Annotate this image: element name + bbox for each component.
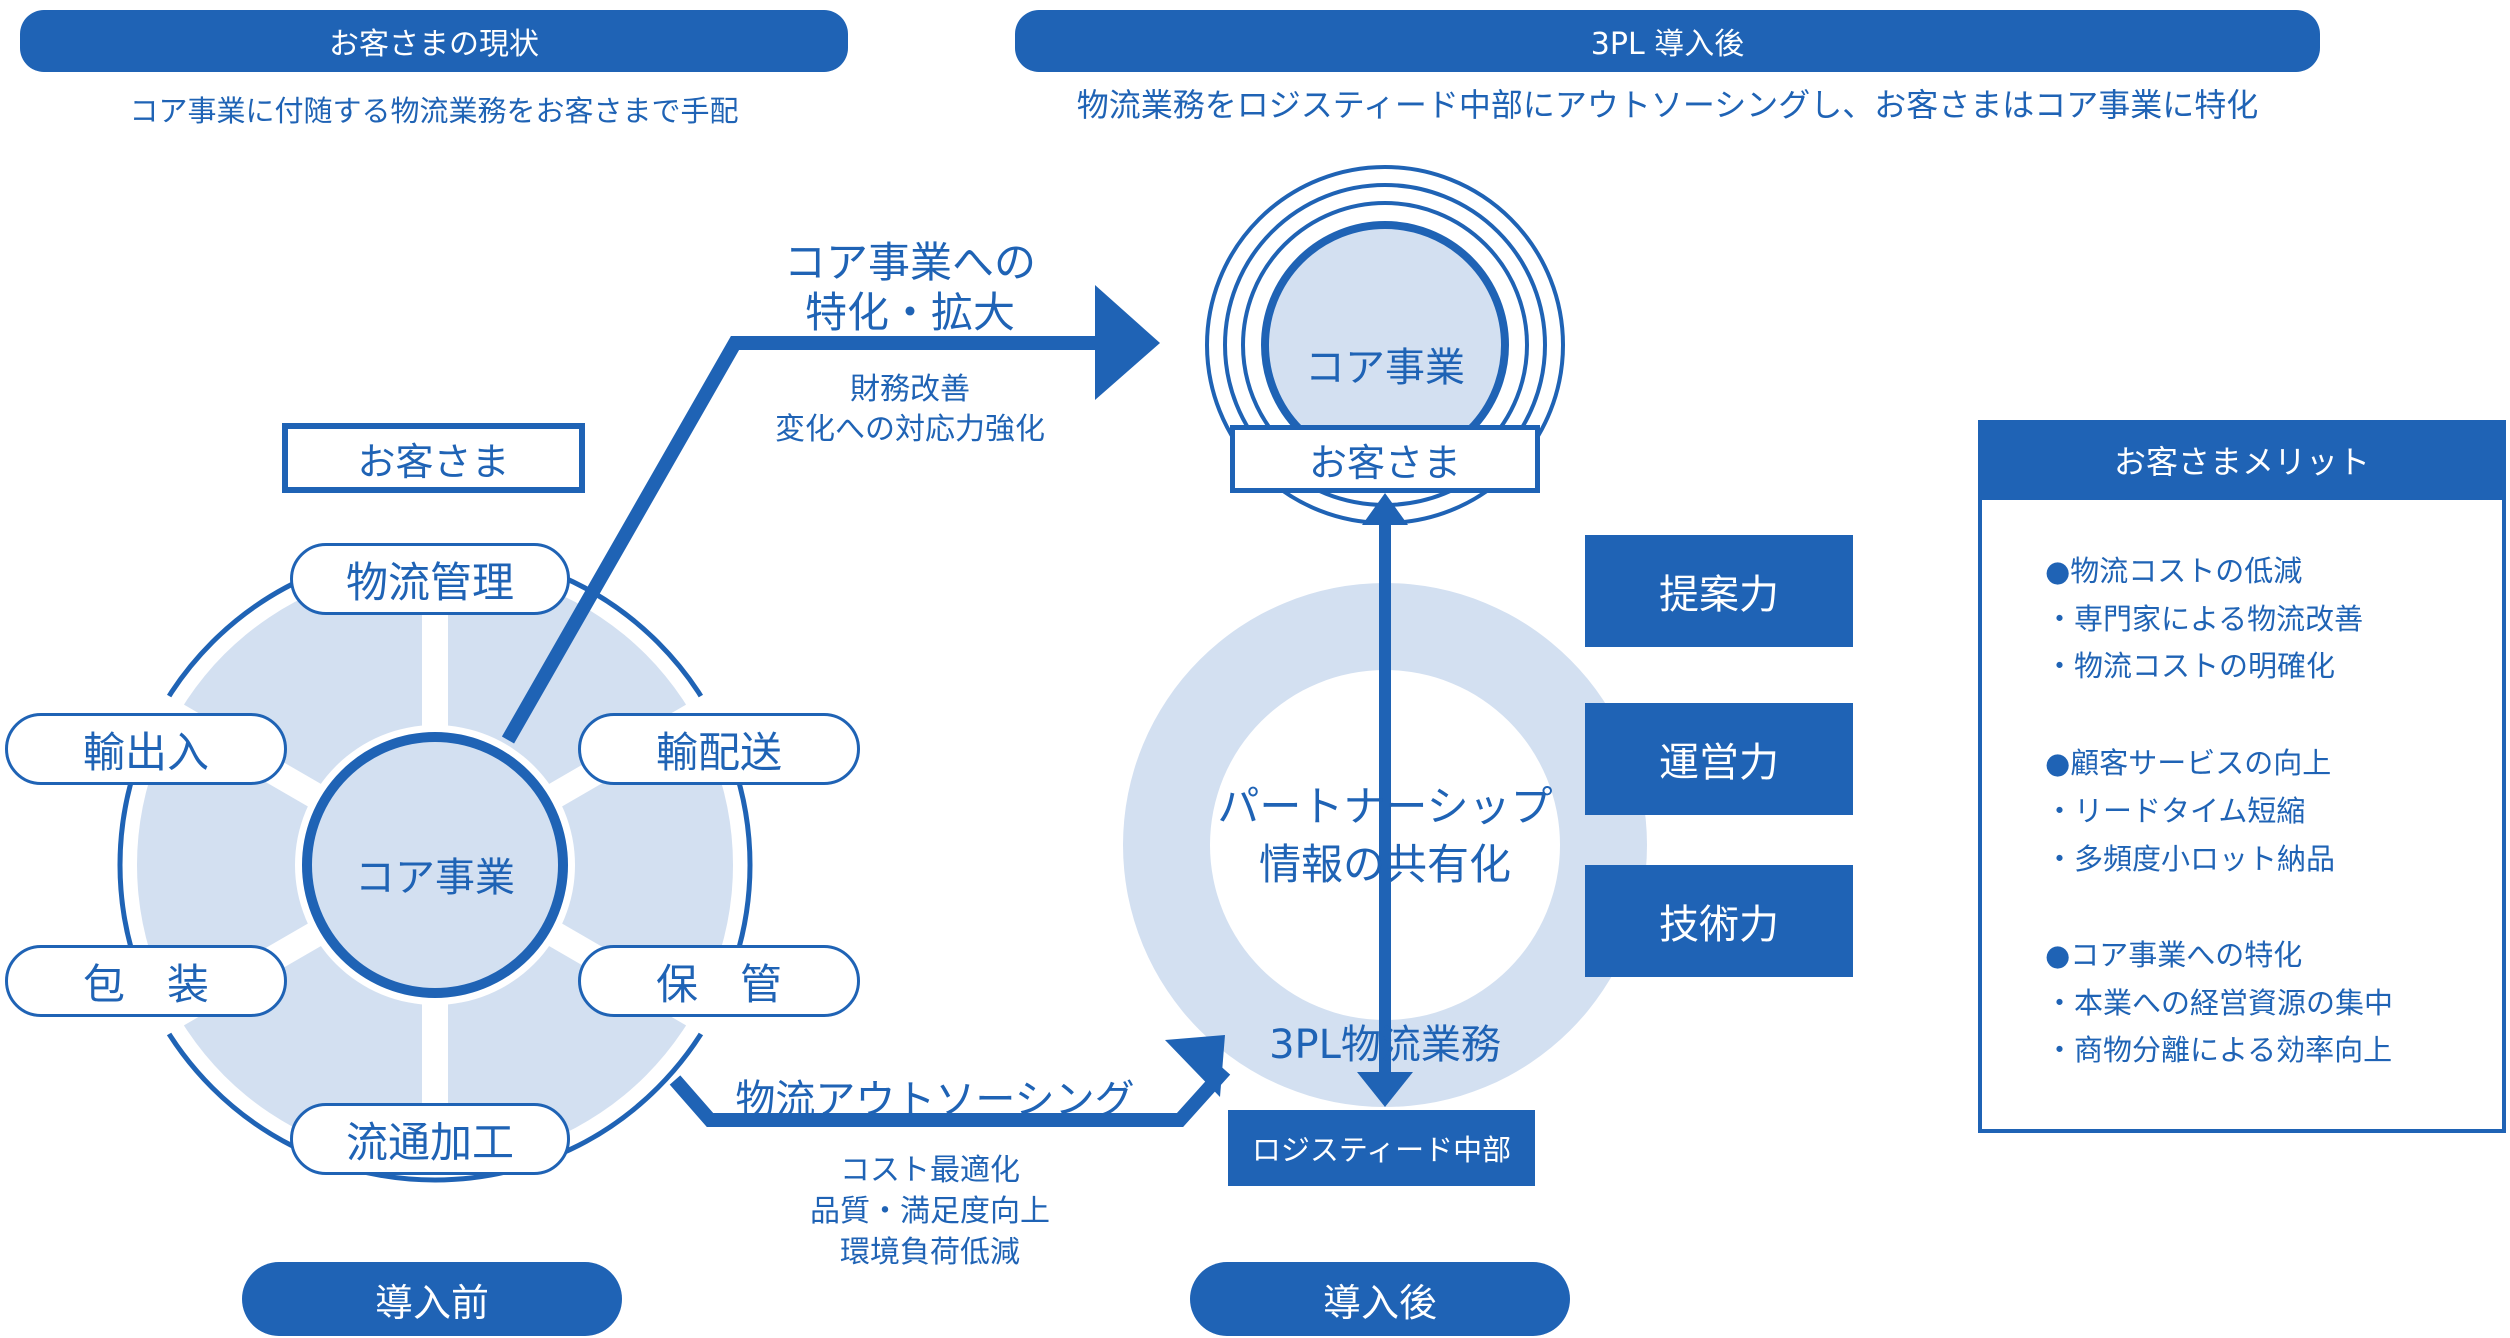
merit-item: ・多頻度小ロット納品: [2045, 842, 2336, 876]
strength-technology: 技術力: [1585, 865, 1853, 977]
strength-operation: 運営力: [1585, 703, 1853, 815]
3pl-operations-label: 3PL物流業務: [1269, 1022, 1501, 1068]
specialize-arrow-line: [501, 336, 1110, 744]
partnership-label: パートナーシップ: [1217, 782, 1553, 831]
outsourcing-arrow-line: [669, 1065, 1231, 1127]
provider-box: ロジスティード中部: [1228, 1110, 1535, 1186]
task-distribution-processing: 流通加工: [290, 1103, 570, 1175]
merit-item: ・物流コストの明確化: [2045, 649, 2336, 683]
link-arrow-head-down: [1357, 1072, 1413, 1107]
outsourcing-arrow-head: [1165, 1035, 1225, 1097]
current-state-header: お客さまの現状: [20, 10, 848, 72]
task-packaging: 包 装: [5, 945, 287, 1017]
core-business-label-before: コア事業: [355, 855, 515, 901]
merits-panel: [1978, 420, 2506, 1133]
link-arrow-head-up: [1362, 493, 1408, 525]
benefit-environment: 環境負荷低減: [840, 1235, 1020, 1270]
task-import-export: 輸出入: [5, 713, 287, 785]
merit-item: ・本業への経営資源の集中: [2045, 986, 2394, 1020]
current-state-subtitle: コア事業に付随する物流業務をお客さまで手配: [129, 94, 739, 128]
merit-item: ・商物分離による効率向上: [2045, 1033, 2393, 1067]
after-3pl-subtitle: 物流業務をロジスティード中部にアウトソーシングし、お客さまはコア事業に特化: [1076, 86, 2259, 124]
merit-group-core-head: ●コア事業への特化: [2045, 938, 2303, 972]
benefit-quality: 品質・満足度向上: [810, 1194, 1050, 1229]
outsourcing-arrow-benefits: コスト最適化 品質・満足度向上 環境負荷低減: [745, 1150, 1115, 1273]
customer-box-before: お客さま: [282, 423, 585, 493]
merit-item: ・専門家による物流改善: [2045, 602, 2364, 636]
specialize-arrow-title-1: コア事業への: [783, 238, 1036, 287]
specialize-arrow-head: [1095, 285, 1160, 400]
task-delivery: 輸配送: [578, 713, 860, 785]
core-business-label-after: コア事業: [1305, 345, 1465, 391]
benefit-adaptability: 変化への対応力強化: [775, 412, 1045, 447]
benefit-finance: 財務改善: [850, 372, 970, 407]
customer-box-after: お客さま: [1230, 425, 1540, 493]
partnership-text: パートナーシップ 情報の共有化: [1180, 778, 1590, 894]
after-footer: 導入後: [1190, 1262, 1570, 1336]
merit-group-service-head: ●顧客サービスの向上: [2045, 746, 2332, 780]
task-logistics-management: 物流管理: [290, 543, 570, 615]
core-circle-before: [302, 732, 568, 998]
benefit-cost: コスト最適化: [840, 1153, 1020, 1188]
outsourcing-arrow-title: 物流アウトソーシング: [735, 1077, 1135, 1123]
merits-title: お客さまメリット: [1978, 420, 2506, 500]
specialize-arrow-title-2: 特化・拡大: [804, 288, 1015, 337]
info-sharing-label: 情報の共有化: [1258, 840, 1511, 889]
merit-group-cost-head: ●物流コストの低減: [2045, 554, 2303, 588]
merit-item: ・リードタイム短縮: [2045, 794, 2306, 828]
specialize-arrow-title: コア事業への 特化・拡大: [745, 238, 1075, 338]
task-storage: 保 管: [578, 945, 860, 1017]
specialize-arrow-benefits: 財務改善 変化への対応力強化: [745, 370, 1075, 450]
before-footer: 導入前: [242, 1262, 622, 1336]
strength-proposal: 提案力: [1585, 535, 1853, 647]
after-3pl-header: 3PL 導入後: [1015, 10, 2320, 72]
